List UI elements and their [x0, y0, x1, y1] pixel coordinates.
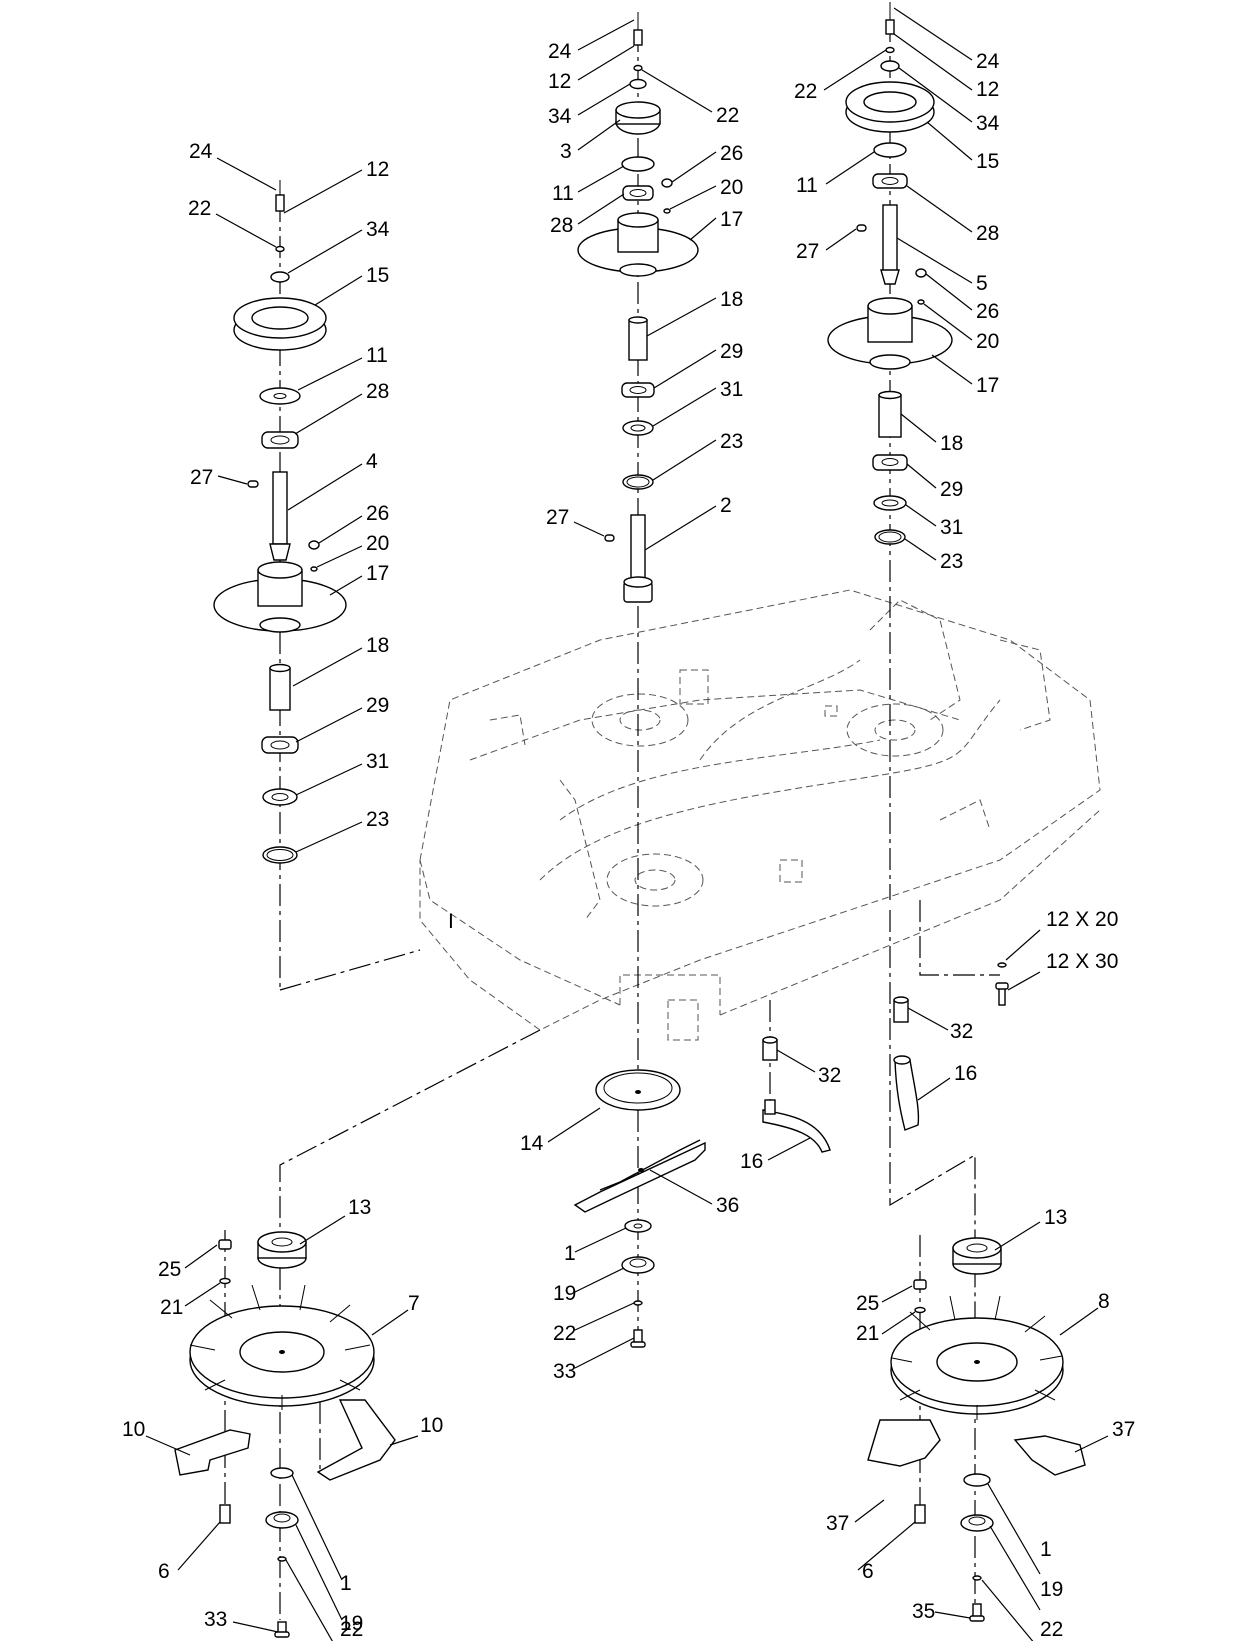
bottom-right-assembly: [867, 1237, 1086, 1622]
callout-7: 7: [408, 1292, 420, 1315]
callout-17: 17: [720, 208, 743, 231]
callout-23: 23: [720, 430, 743, 453]
mower-deck: I: [419, 589, 1101, 1041]
callout-22: 22: [716, 104, 739, 127]
callout-10: 10: [122, 1418, 145, 1441]
center-spindle-parts: [577, 12, 699, 603]
callout-22: 22: [1040, 1618, 1063, 1641]
callout-6: 6: [862, 1560, 874, 1583]
callout-19: 19: [553, 1282, 576, 1305]
callout-12-x-20: 12 X 20: [1046, 908, 1118, 931]
callout-19: 19: [1040, 1578, 1063, 1601]
callout-18: 18: [940, 432, 963, 455]
callout-16: 16: [954, 1062, 977, 1085]
callout-21: 21: [856, 1322, 879, 1345]
callout-19: 19: [340, 1612, 363, 1635]
callout-2: 2: [720, 494, 732, 517]
callout-31: 31: [940, 516, 963, 539]
callout-26: 26: [976, 300, 999, 323]
callout-17: 17: [976, 374, 999, 397]
callout-18: 18: [366, 634, 389, 657]
right-spindle-parts: [827, 2, 953, 545]
callout-28: 28: [976, 222, 999, 245]
callout-34: 34: [548, 105, 572, 128]
callout-37: 37: [826, 1512, 849, 1535]
callout-3: 3: [560, 140, 572, 163]
callout-34: 34: [976, 112, 1000, 135]
left-spindle-parts: [213, 180, 347, 864]
callout-23: 23: [366, 808, 389, 831]
callout-29: 29: [940, 478, 963, 501]
callout-11: 11: [366, 344, 388, 367]
callout-21: 21: [160, 1296, 183, 1319]
callout-33: 33: [204, 1608, 227, 1631]
callout-6: 6: [158, 1560, 170, 1583]
callout-10: 10: [420, 1414, 443, 1437]
callout-14: 14: [520, 1132, 544, 1155]
callout-22: 22: [553, 1322, 576, 1345]
callout-4: 4: [366, 450, 378, 473]
callout-12: 12: [366, 158, 389, 181]
callout-24: 24: [976, 50, 1000, 73]
callout-28: 28: [550, 214, 573, 237]
middle-hardware: [573, 962, 1009, 1348]
callout-23: 23: [940, 550, 963, 573]
callout-13: 13: [348, 1196, 371, 1219]
callout-31: 31: [720, 378, 743, 401]
callout-24: 24: [548, 40, 572, 63]
callout-20: 20: [720, 176, 743, 199]
callout-36: 36: [716, 1194, 739, 1217]
deck-decal: I: [448, 910, 454, 933]
callout-27: 27: [546, 506, 569, 529]
callout-35: 35: [912, 1600, 935, 1623]
callout-12: 12: [976, 78, 999, 101]
callout-20: 20: [976, 330, 999, 353]
callout-11: 11: [552, 182, 574, 205]
callout-25: 25: [856, 1292, 879, 1315]
callout-29: 29: [720, 340, 743, 363]
callout-16: 16: [740, 1150, 763, 1173]
callout-labels: 24 12 22 34 15 11 28 27 4 26 20 17 18 29…: [122, 40, 1135, 1641]
callout-15: 15: [366, 264, 389, 287]
callout-37: 37: [1112, 1418, 1135, 1441]
callout-27: 27: [796, 240, 819, 263]
callout-11: 11: [796, 174, 818, 197]
callout-33: 33: [553, 1360, 576, 1383]
callout-26: 26: [720, 142, 743, 165]
callout-22: 22: [340, 1618, 363, 1641]
callout-12-x-30: 12 X 30: [1046, 950, 1118, 973]
callout-32: 32: [818, 1064, 841, 1087]
callout-8: 8: [1098, 1290, 1110, 1313]
callout-31: 31: [366, 750, 389, 773]
callout-18: 18: [720, 288, 743, 311]
callout-1: 1: [564, 1242, 576, 1265]
callout-24: 24: [189, 140, 213, 163]
callout-1: 1: [340, 1572, 352, 1595]
callout-13: 13: [1044, 1206, 1067, 1229]
callout-20: 20: [366, 532, 389, 555]
callout-25: 25: [158, 1258, 181, 1281]
callout-15: 15: [976, 150, 999, 173]
callout-34: 34: [366, 218, 390, 241]
callout-27: 27: [190, 466, 213, 489]
bottom-left-assembly: [174, 1231, 396, 1638]
callout-29: 29: [366, 694, 389, 717]
leader-lines: [145, 7, 1109, 1641]
callout-1: 1: [1040, 1538, 1052, 1561]
callout-32: 32: [950, 1020, 973, 1043]
callout-17: 17: [366, 562, 389, 585]
callout-28: 28: [366, 380, 389, 403]
callout-5: 5: [976, 272, 988, 295]
callout-22: 22: [188, 197, 211, 220]
callout-22: 22: [794, 80, 817, 103]
callout-26: 26: [366, 502, 389, 525]
callout-12: 12: [548, 70, 571, 93]
